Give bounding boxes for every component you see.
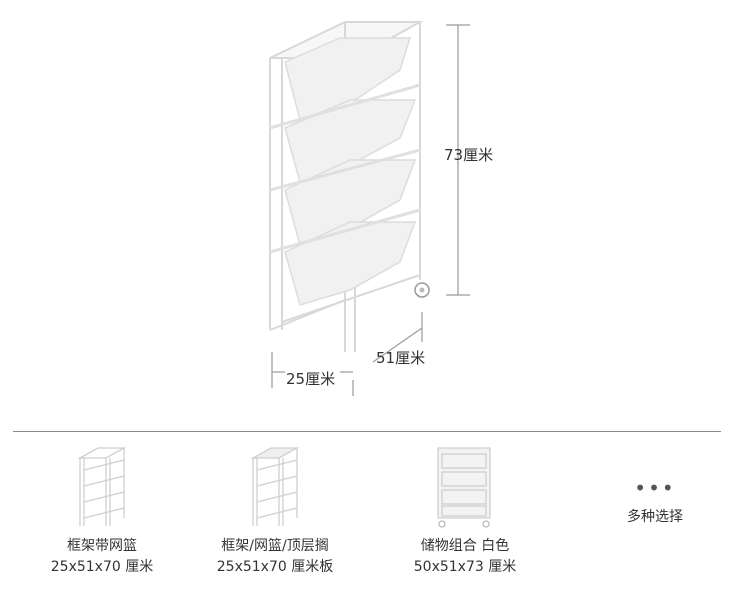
storage-combo-thumbnail-icon bbox=[437, 447, 491, 528]
option-name: 框架/网篮/顶层搁 bbox=[221, 538, 329, 554]
option-storage-combination-white[interactable]: 储物组合 白色 50x51x73 厘米 bbox=[380, 440, 550, 590]
depth-label: 51厘米 bbox=[376, 349, 425, 367]
option-name: 储物组合 白色 bbox=[420, 538, 510, 554]
divider bbox=[13, 431, 721, 432]
more-options-button[interactable]: ••• 多种选择 bbox=[570, 440, 740, 590]
rack-thumbnail-icon bbox=[77, 447, 127, 526]
width-dimension-line bbox=[271, 352, 353, 388]
depth-dimension-line bbox=[352, 312, 423, 396]
option-size: 25x51x70 厘米板 bbox=[216, 559, 334, 575]
caster-wheel bbox=[414, 282, 430, 298]
height-label: 73厘米 bbox=[444, 146, 493, 164]
more-dots-icon: ••• bbox=[634, 476, 676, 500]
width-label: 25厘米 bbox=[286, 370, 335, 388]
product-dimension-figure: 73厘米 51厘米 25厘米 bbox=[269, 21, 493, 396]
option-frame-with-baskets[interactable]: 框架带网篮 25x51x70 厘米 bbox=[17, 440, 187, 590]
option-name: 框架带网篮 bbox=[67, 538, 137, 554]
option-frame-baskets-top-shelf[interactable]: 框架/网篮/顶层搁 25x51x70 厘米板 bbox=[190, 440, 360, 590]
option-size: 25x51x70 厘米 bbox=[50, 559, 154, 575]
option-size: 50x51x73 厘米 bbox=[413, 559, 517, 575]
height-dimension-line bbox=[446, 24, 470, 296]
mesh-baskets bbox=[284, 37, 417, 306]
shelf-rails bbox=[269, 83, 421, 254]
rack-thumbnail-icon bbox=[250, 447, 300, 526]
more-options-label: 多种选择 bbox=[627, 509, 683, 525]
